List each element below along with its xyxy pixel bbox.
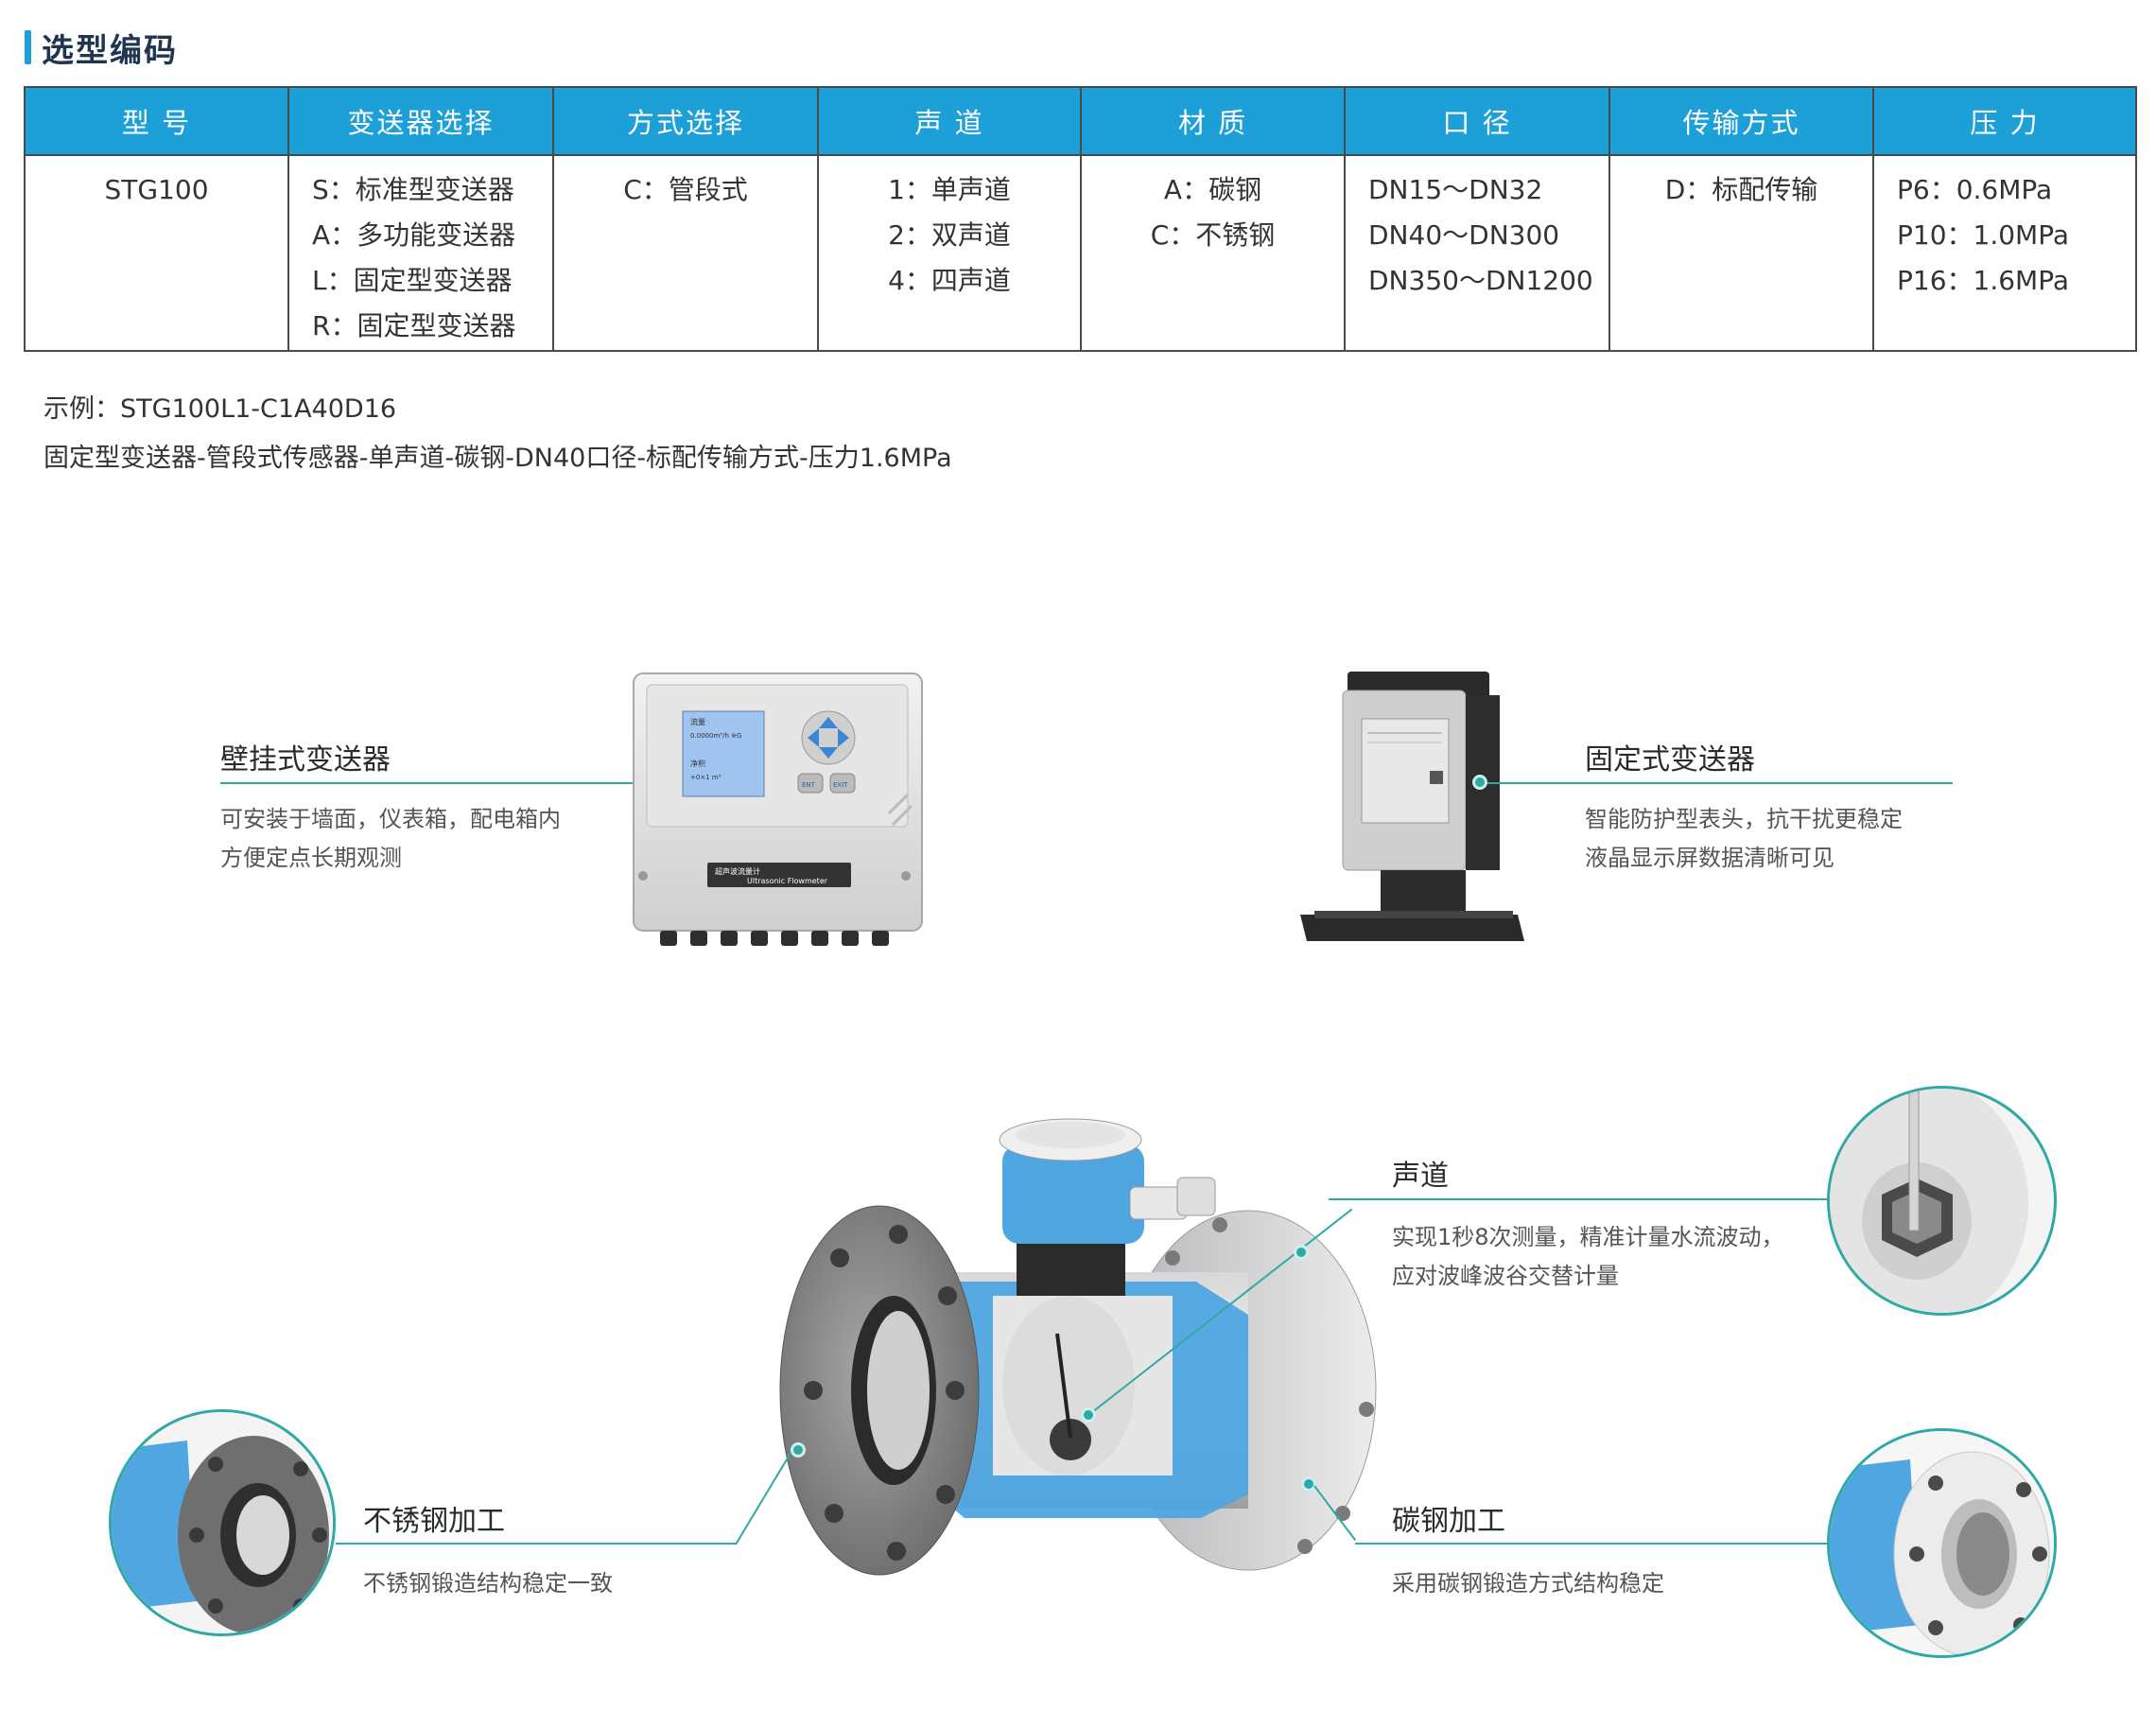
list-item: A：碳钢 bbox=[1163, 174, 1262, 205]
list-item: D：标配传输 bbox=[1664, 174, 1818, 205]
cell-method: C：管段式 bbox=[552, 154, 819, 352]
list-item: A：多功能变送器 bbox=[312, 219, 516, 251]
channel-dot-upper bbox=[1294, 1245, 1309, 1260]
wall-mount-title: 壁挂式变送器 bbox=[220, 743, 391, 777]
list-item: 1：单声道 bbox=[888, 174, 1011, 205]
stainless-flange-zoom-image bbox=[109, 1409, 336, 1636]
carbon-line bbox=[1355, 1543, 1827, 1545]
cell-transmitter: S：标准型变送器 A：多功能变送器 L：固定型变送器 R：固定型变送器 bbox=[287, 154, 554, 352]
table-row: STG100 S：标准型变送器 A：多功能变送器 L：固定型变送器 R：固定型变… bbox=[24, 154, 2137, 352]
list-item: DN350～DN1200 bbox=[1368, 265, 1593, 296]
channel-desc-2: 应对波峰波谷交替计量 bbox=[1392, 1263, 1619, 1289]
nameplate-cn: 超声波流量计 bbox=[715, 866, 760, 876]
cell-pressure: P6：0.6MPa P10：1.0MPa P16：1.6MPa bbox=[1872, 154, 2137, 352]
stainless-title: 不锈钢加工 bbox=[363, 1505, 505, 1538]
arrow-right-icon bbox=[838, 728, 849, 747]
channel-desc-1: 实现1秒8次测量，精准计量水流波动， bbox=[1392, 1224, 1784, 1250]
list-item: P6：0.6MPa bbox=[1897, 174, 2053, 205]
list-item: P16：1.6MPa bbox=[1897, 265, 2069, 296]
fixed-transmitter-image bbox=[1300, 672, 1524, 941]
wall-mount-desc-1: 可安装于墙面，仪表箱，配电箱内 bbox=[220, 806, 561, 832]
col-header-pressure: 压 力 bbox=[1872, 86, 2137, 156]
screen-line: +0×1 m³ bbox=[690, 774, 722, 781]
example-description: 固定型变送器-管段式传感器-单声道-碳钢-DN40口径-标配传输方式-压力1.6… bbox=[43, 444, 952, 473]
list-item: DN40～DN300 bbox=[1368, 219, 1560, 251]
fixed-mount-desc-1: 智能防护型表头，抗干扰更稳定 bbox=[1585, 806, 1903, 832]
list-item: C：管段式 bbox=[623, 174, 748, 205]
fixed-mount-desc-2: 液晶显示屏数据清晰可见 bbox=[1585, 845, 1834, 871]
col-header-channel: 声 道 bbox=[817, 86, 1082, 156]
arrow-down-icon bbox=[819, 747, 838, 759]
screen-line: 0.0000m³/h ※G bbox=[690, 732, 741, 740]
carbon-dot bbox=[1301, 1476, 1316, 1492]
channel-line bbox=[1329, 1198, 1827, 1200]
channel-dot-lower bbox=[1081, 1407, 1096, 1423]
list-item: C：不锈钢 bbox=[1150, 219, 1276, 251]
col-header-material: 材 质 bbox=[1080, 86, 1346, 156]
col-header-transmitter: 变送器选择 bbox=[287, 86, 554, 156]
carbon-title: 碳钢加工 bbox=[1392, 1505, 1505, 1538]
fixed-mount-dot bbox=[1472, 775, 1487, 790]
col-header-method: 方式选择 bbox=[552, 86, 819, 156]
section-accent-bar bbox=[25, 30, 31, 64]
col-header-model: 型 号 bbox=[24, 86, 289, 156]
carbon-flange-zoom-image bbox=[1827, 1428, 2057, 1658]
cell-material: A：碳钢 C：不锈钢 bbox=[1080, 154, 1346, 352]
nameplate-en: Ultrasonic Flowmeter bbox=[747, 877, 828, 885]
wall-mount-transmitter-image: 流量 0.0000m³/h ※G 净积 +0×1 m³ ENT EXIT 超声波… bbox=[633, 672, 923, 946]
list-item: 4：四声道 bbox=[888, 265, 1011, 296]
fixed-mount-title: 固定式变送器 bbox=[1585, 743, 1755, 777]
list-item: P10：1.0MPa bbox=[1897, 219, 2069, 251]
arrow-up-icon bbox=[819, 717, 838, 728]
stainless-line bbox=[336, 1543, 736, 1545]
transducer-zoom-image bbox=[1827, 1086, 2057, 1316]
list-item: R：固定型变送器 bbox=[312, 310, 516, 341]
carbon-desc: 采用碳钢锻造方式结构稳定 bbox=[1392, 1570, 1664, 1597]
ultrasonic-flowmeter-image bbox=[779, 1118, 1377, 1576]
key-label: ENT bbox=[802, 781, 816, 789]
cell-transmission: D：标配传输 bbox=[1608, 154, 1874, 352]
stainless-dot bbox=[791, 1442, 806, 1458]
screen-line: 净积 bbox=[690, 759, 705, 768]
list-item: S：标准型变送器 bbox=[312, 174, 514, 205]
arrow-left-icon bbox=[808, 728, 819, 747]
col-header-transmission: 传输方式 bbox=[1608, 86, 1874, 156]
wall-mount-desc-2: 方便定点长期观测 bbox=[220, 845, 402, 871]
example-code: 示例：STG100L1-C1A40D16 bbox=[43, 394, 397, 424]
list-item: 2：双声道 bbox=[888, 219, 1011, 251]
cell-diameter: DN15～DN32 DN40～DN300 DN350～DN1200 bbox=[1344, 154, 1610, 352]
cell-channel: 1：单声道 2：双声道 4：四声道 bbox=[817, 154, 1082, 352]
fixed-mount-line bbox=[1487, 782, 1953, 784]
section-title: 选型编码 bbox=[42, 32, 178, 70]
list-item: L：固定型变送器 bbox=[312, 265, 513, 296]
channel-title: 声道 bbox=[1392, 1160, 1449, 1193]
list-item: DN15～DN32 bbox=[1368, 174, 1543, 205]
cell-model: STG100 bbox=[24, 154, 289, 352]
table-header-row: 型 号 变送器选择 方式选择 声 道 材 质 口 径 传输方式 压 力 bbox=[24, 86, 2137, 156]
screen-line: 流量 bbox=[690, 717, 705, 726]
key-label: EXIT bbox=[833, 781, 848, 789]
col-header-diameter: 口 径 bbox=[1344, 86, 1610, 156]
list-item: STG100 bbox=[104, 174, 209, 205]
wall-mount-line bbox=[220, 782, 648, 784]
stainless-desc: 不锈钢锻造结构稳定一致 bbox=[363, 1570, 613, 1597]
selection-code-table: 型 号 变送器选择 方式选择 声 道 材 质 口 径 传输方式 压 力 STG1… bbox=[24, 86, 2137, 352]
